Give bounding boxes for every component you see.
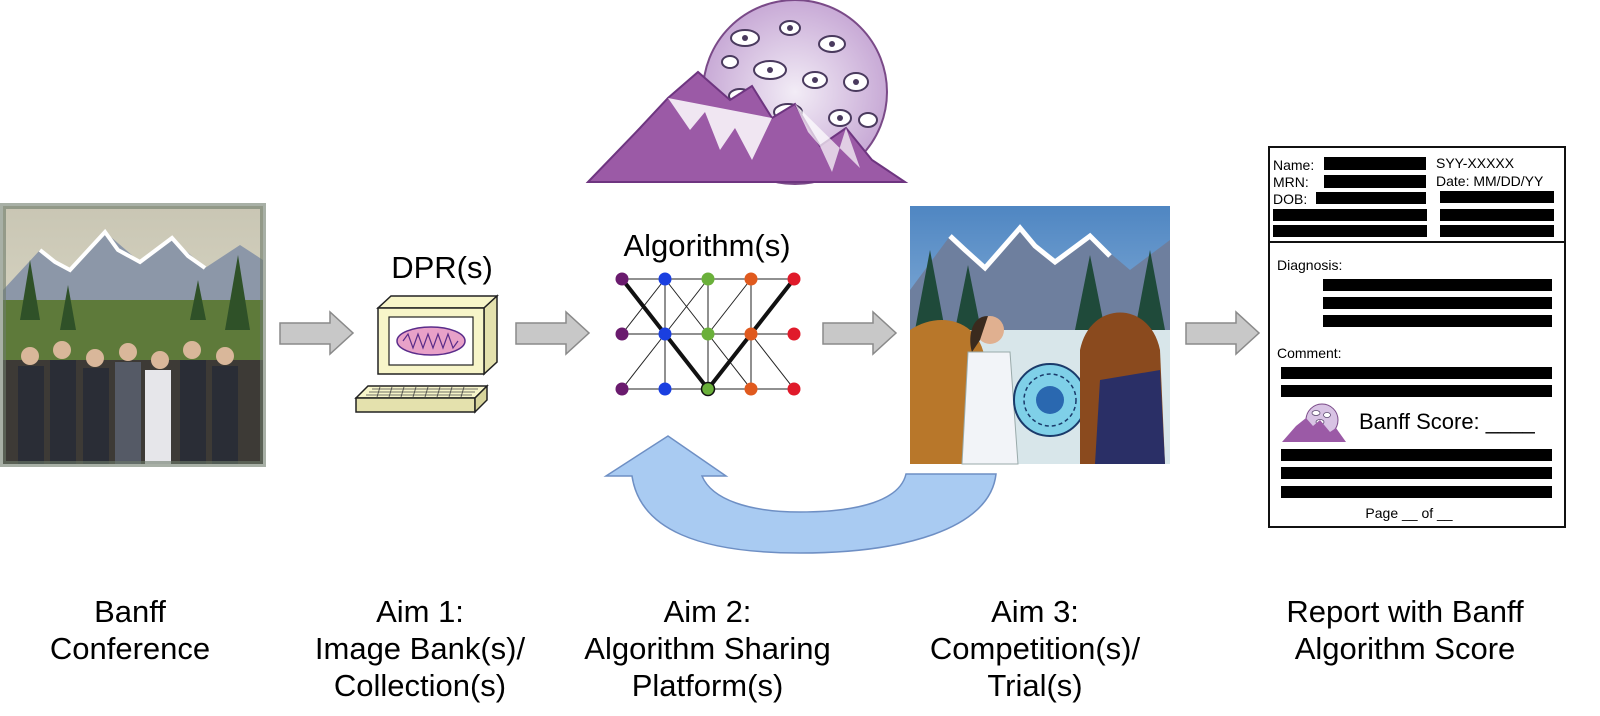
- network-node: [701, 272, 715, 286]
- redacted-comment: [1281, 367, 1552, 397]
- report-date: Date: MM/DD/YY: [1436, 173, 1544, 189]
- report-banff-logo: [1282, 403, 1346, 442]
- network-node: [701, 327, 715, 341]
- caption-line: Aim 3:: [991, 594, 1079, 629]
- banff-logo: [585, 0, 909, 185]
- report-mrn-label: MRN:: [1273, 174, 1309, 190]
- redacted-footer: [1281, 449, 1552, 498]
- caption-line: Banff: [94, 594, 166, 629]
- caption-aim-3: Aim 3: Competition(s)/ Trial(s): [905, 593, 1165, 704]
- report-diagnosis-label: Diagnosis:: [1277, 257, 1342, 273]
- caption-line: Collection(s): [333, 668, 507, 703]
- report-page-number: Page __ of __: [1365, 505, 1452, 521]
- caption-line: Algorithm Sharing: [584, 631, 831, 666]
- kidney-disc: [1013, 363, 1087, 437]
- network-node: [615, 382, 629, 396]
- caption-line: Report with Banff: [1286, 594, 1524, 629]
- network-node: [787, 382, 801, 396]
- algorithm-label: Algorithm(s): [623, 228, 790, 263]
- pathology-report: Name: MRN: DOB: SYY-XXXXX Date: MM/DD/YY…: [1268, 146, 1566, 528]
- caption-aim-2: Aim 2: Algorithm Sharing Platform(s): [565, 593, 850, 704]
- network-node: [744, 327, 758, 341]
- flow-arrow-3: [822, 310, 898, 356]
- person-doctor: [961, 316, 1019, 465]
- feedback-loop-arrow: [603, 435, 997, 554]
- network-node: [744, 382, 758, 396]
- caption-line: Platform(s): [631, 668, 784, 703]
- algorithm-network: [615, 272, 801, 397]
- caption-line: Algorithm Score: [1294, 631, 1516, 666]
- report-accession: SYY-XXXXX: [1436, 155, 1515, 171]
- computer-icon: [354, 294, 499, 414]
- caption-report: Report with Banff Algorithm Score: [1255, 593, 1555, 667]
- conference-crowd: [3, 341, 263, 464]
- flow-arrow-1: [279, 310, 355, 356]
- banff-conference-image: [0, 203, 266, 467]
- report-dob-label: DOB:: [1273, 191, 1307, 207]
- network-node: [787, 327, 801, 341]
- competition-trial-image: [910, 206, 1170, 465]
- network-node: [658, 382, 672, 396]
- caption-line: Aim 1:: [376, 594, 464, 629]
- flow-arrow-4: [1185, 310, 1261, 356]
- network-node: [658, 327, 672, 341]
- caption-line: Image Bank(s)/: [314, 631, 526, 666]
- report-banff-score: Banff Score: ____: [1359, 409, 1535, 434]
- caption-line: Trial(s): [987, 668, 1083, 703]
- caption-banff-conference: Banff Conference: [30, 593, 230, 667]
- network-node: [787, 272, 801, 286]
- network-node: [615, 327, 629, 341]
- report-name-label: Name:: [1273, 157, 1314, 173]
- network-nodes: [615, 272, 801, 397]
- caption-line: Conference: [49, 631, 211, 666]
- redacted-diagnosis: [1323, 279, 1552, 327]
- network-node: [744, 272, 758, 286]
- network-node: [615, 272, 629, 286]
- flow-arrow-2: [515, 310, 591, 356]
- redacted-header-fields: [1273, 157, 1554, 237]
- caption-line: Competition(s)/: [929, 631, 1141, 666]
- caption-line: Aim 2:: [663, 594, 752, 629]
- network-node: [700, 381, 716, 397]
- caption-aim-1: Aim 1: Image Bank(s)/ Collection(s): [295, 593, 545, 704]
- dpr-label: DPR(s): [391, 250, 493, 285]
- network-node: [658, 272, 672, 286]
- report-comment-label: Comment:: [1277, 345, 1342, 361]
